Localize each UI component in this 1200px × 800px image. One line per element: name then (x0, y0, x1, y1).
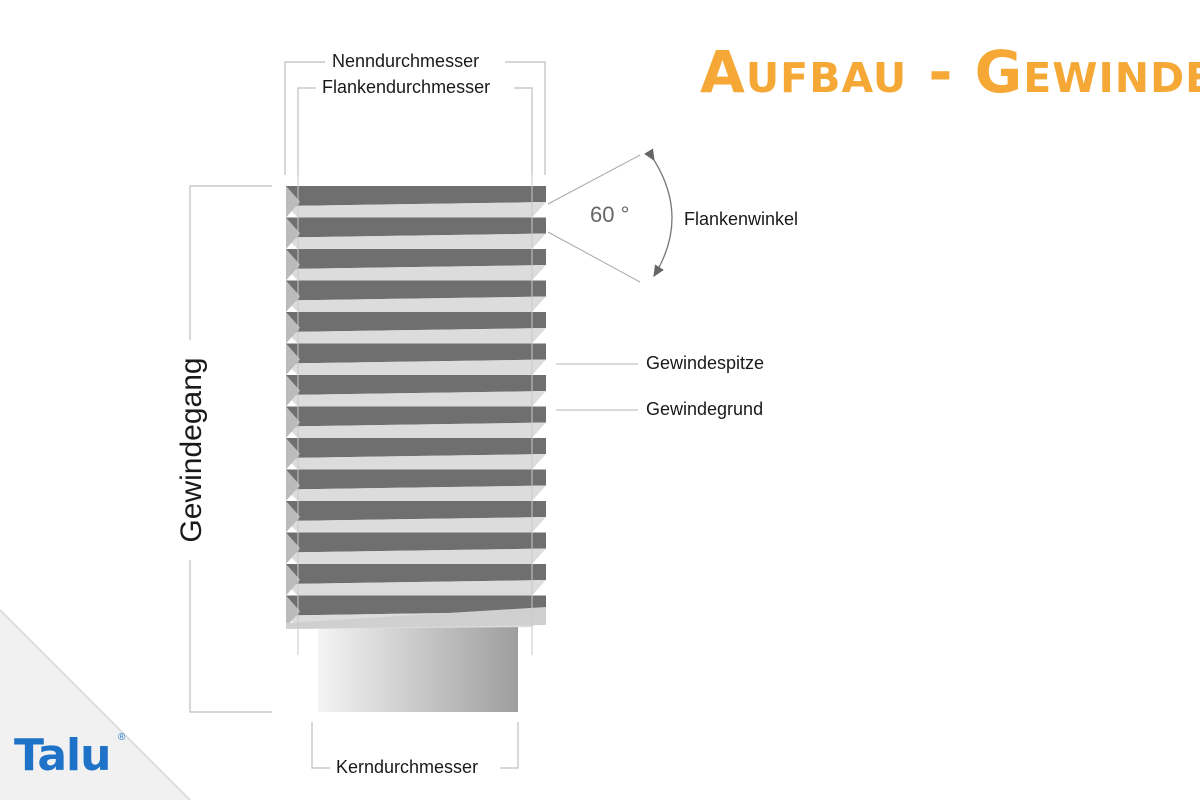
thread-flank (286, 422, 546, 440)
label-nenndurchmesser: Nenndurchmesser (332, 51, 480, 71)
thread-tooth-left (286, 249, 300, 281)
label-flankenwinkel: Flankenwinkel (684, 209, 799, 229)
label-flankendurchmesser: Flankendurchmesser (322, 77, 491, 97)
thread-crest (286, 280, 546, 301)
thread-tooth-left (286, 532, 300, 564)
thread-flank (286, 202, 546, 220)
thread-tooth-left (286, 501, 300, 533)
thread-tooth-left (286, 280, 300, 312)
logo-registered-mark: ® (118, 732, 126, 743)
thread-crest (286, 469, 546, 490)
thread-flank (286, 233, 546, 251)
thread-tooth-left (286, 217, 300, 249)
label-gewindegrund: Gewindegrund (646, 399, 764, 419)
thread-crest (286, 217, 546, 238)
thread-tooth-left (286, 375, 300, 407)
thread-flank (286, 359, 546, 377)
gewindegang-bracket (189, 185, 272, 713)
thread-tooth-left (286, 564, 300, 596)
angle-arc (644, 148, 673, 278)
thread-flank (286, 328, 546, 346)
thread-tooth-left (286, 438, 300, 470)
thread-crest (286, 186, 546, 206)
page-title: Aufbau - Gewinde (700, 38, 1200, 106)
thread-crest (286, 249, 546, 269)
thread-flank (286, 296, 546, 314)
flank-line-upper (547, 154, 641, 205)
thread-crest (286, 312, 546, 332)
thread-flank (286, 391, 546, 409)
thread-crest (286, 564, 546, 584)
thread-tooth-left (286, 595, 300, 627)
thread-tooth-left (286, 312, 300, 344)
thread-tooth-left (286, 469, 300, 501)
logo-text: Talu (14, 730, 111, 781)
thread-crest (286, 501, 546, 521)
thread-crest (286, 406, 546, 427)
thread-crest (286, 438, 546, 458)
nenndurchmesser-bracket (284, 61, 546, 175)
kerndurchmesser-bracket (311, 722, 519, 769)
thread-crest (286, 532, 546, 553)
thread-flank (286, 517, 546, 535)
thread-tooth-left (286, 186, 300, 218)
thread-body (286, 186, 546, 629)
thread-flank (286, 265, 546, 283)
thread-crest (286, 375, 546, 395)
bolt-shank (318, 618, 518, 712)
label-kerndurchmesser: Kerndurchmesser (336, 757, 479, 777)
thread-flank (286, 454, 546, 472)
thread-crest (286, 595, 546, 616)
thread-tooth-left (286, 406, 300, 438)
thread-crest (286, 343, 546, 364)
thread-flank (286, 580, 546, 598)
label-angle: 60 ° (590, 202, 630, 227)
flankendurchmesser-bracket (297, 87, 533, 175)
thread-tooth-left (286, 343, 300, 375)
flank-line-lower (547, 231, 641, 283)
label-gewindegang: Gewindegang (175, 357, 208, 543)
label-gewindespitze: Gewindespitze (646, 353, 765, 373)
talu-logo: Talu ® (14, 730, 125, 781)
thread-flank (286, 548, 546, 566)
thread-end (286, 607, 546, 629)
thread-flank (286, 485, 546, 503)
